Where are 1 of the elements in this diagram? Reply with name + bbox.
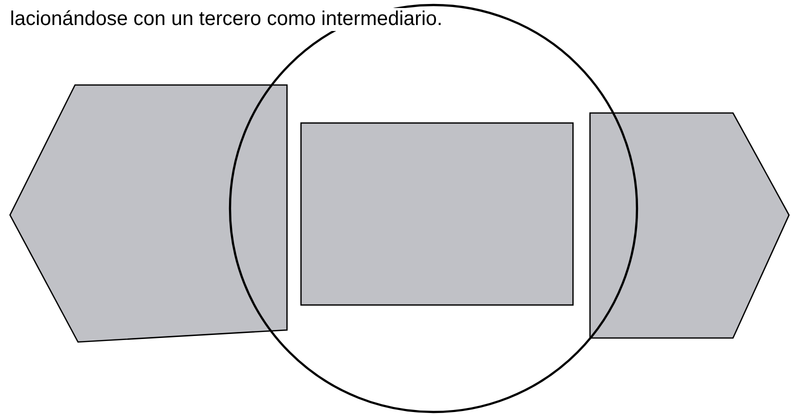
- caption-text: lacionándose con un tercero como intermediario.: [10, 8, 442, 31]
